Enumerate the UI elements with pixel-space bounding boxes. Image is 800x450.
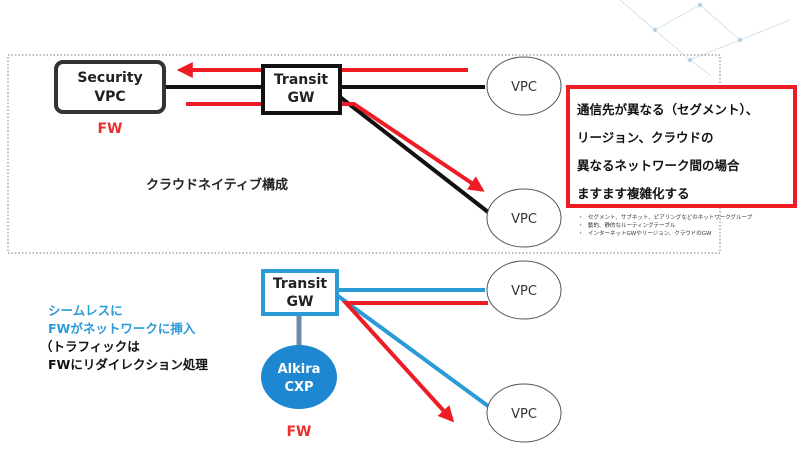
security-vpc-label-line2: VPC bbox=[94, 89, 125, 105]
vpc-label: VPC bbox=[511, 80, 537, 95]
vpc-node-top-1[interactable]: VPC bbox=[486, 56, 562, 116]
transit-gw-bottom-label-line2: GW bbox=[287, 294, 314, 310]
vpc-node-bottom-2[interactable]: VPC bbox=[486, 383, 562, 443]
flow-arrow-bottom bbox=[341, 301, 488, 423]
callout-bullet-1: セグメント、サブネット、ピアリングなどのネットワークグループ bbox=[588, 213, 753, 221]
fw-label-bottom: FW bbox=[286, 424, 311, 440]
vpc-label: VPC bbox=[511, 407, 537, 422]
callout-bullet-3: インターネットGWやリージョン、クラウドのGW bbox=[588, 229, 712, 237]
svg-text:・: ・ bbox=[578, 223, 584, 229]
vpc-node-top-2[interactable]: VPC bbox=[486, 188, 562, 248]
link-transit-to-vpc2 bbox=[338, 95, 490, 214]
seamless-paren-line-1: （トラフィックは bbox=[40, 339, 140, 354]
callout-bullet-2: 動的、静的なルーティングテーブル bbox=[588, 221, 676, 229]
callout-line-1: 通信先が異なる（セグメント）、 bbox=[577, 102, 758, 117]
transit-gw-top-label-line1: Transit bbox=[274, 72, 328, 88]
svg-text:・: ・ bbox=[578, 215, 584, 221]
alkira-cxp-label-line2: CXP bbox=[284, 380, 313, 395]
seamless-line-2: FWがネットワークに挿入 bbox=[48, 321, 196, 336]
svg-text:・: ・ bbox=[578, 231, 584, 237]
security-vpc-node[interactable]: Security VPC bbox=[54, 60, 166, 114]
callout-line-2: リージョン、クラウドの bbox=[577, 130, 714, 145]
seamless-paren-line-2: FWにリダイレクション処理 bbox=[48, 357, 208, 372]
vpc-label: VPC bbox=[511, 284, 537, 299]
alkira-cxp-label-line1: Alkira bbox=[278, 362, 321, 377]
callout-line-4: ますます複雑化する bbox=[577, 186, 690, 201]
callout-line-3: 異なるネットワーク間の場合 bbox=[577, 158, 740, 173]
transit-gw-bottom-node[interactable]: Transit GW bbox=[261, 269, 339, 316]
alkira-cxp-node[interactable]: Alkira CXP bbox=[261, 345, 337, 409]
seamless-insertion-text: シームレスに FWがネットワークに挿入 （トラフィックは FWにリダイレクション… bbox=[40, 303, 208, 372]
vpc-label: VPC bbox=[511, 212, 537, 227]
fw-label-top: FW bbox=[97, 121, 122, 137]
security-vpc-label-line1: Security bbox=[77, 70, 142, 86]
decorative-network-pattern bbox=[619, 0, 791, 76]
transit-gw-bottom-label-line1: Transit bbox=[273, 276, 327, 292]
vpc-node-bottom-1[interactable]: VPC bbox=[486, 260, 562, 320]
callout-bullets: ・ セグメント、サブネット、ピアリングなどのネットワークグループ ・ 動的、静的… bbox=[578, 213, 753, 237]
cloud-native-label: クラウドネイティブ構成 bbox=[146, 177, 288, 193]
transit-gw-top-node[interactable]: Transit GW bbox=[261, 64, 342, 115]
link-transit-to-vpc4 bbox=[336, 294, 490, 408]
complexity-callout: 通信先が異なる（セグメント）、 リージョン、クラウドの 異なるネットワーク間の場… bbox=[566, 85, 797, 208]
flow-arrow-from-security bbox=[186, 102, 485, 192]
transit-gw-top-label-line2: GW bbox=[288, 90, 315, 106]
seamless-line-1: シームレスに bbox=[48, 303, 123, 318]
